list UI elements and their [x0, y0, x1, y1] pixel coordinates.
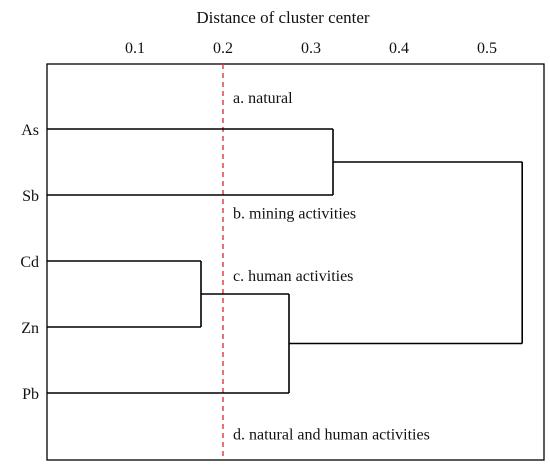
x-tick-label: 0.2 — [213, 40, 233, 57]
x-axis-title: Distance of cluster center — [196, 8, 370, 27]
leaf-label-sb: Sb — [22, 188, 39, 205]
cluster-annotation: a. natural — [233, 90, 293, 107]
leaf-label-cd: Cd — [20, 254, 39, 271]
plot-frame — [46, 63, 545, 461]
cluster-annotations: a. natural b. mining activities c. human a… — [233, 90, 430, 444]
cluster-annotation: d. natural and human activities — [233, 427, 430, 444]
leaf-label-zn: Zn — [21, 320, 39, 337]
x-tick-labels: 0.1 0.2 0.3 0.4 0.5 — [125, 40, 497, 57]
x-tick-label: 0.4 — [389, 40, 409, 57]
leaf-label-as: As — [21, 122, 39, 139]
x-tick-label: 0.1 — [125, 40, 145, 57]
cluster-annotation: c. human activities — [233, 268, 353, 285]
dendrogram-links — [47, 128, 524, 394]
x-tick-label: 0.3 — [301, 40, 321, 57]
cluster-annotation: b. mining activities — [233, 206, 356, 223]
x-tick-label: 0.5 — [477, 40, 497, 57]
leaf-label-pb: Pb — [22, 386, 39, 403]
